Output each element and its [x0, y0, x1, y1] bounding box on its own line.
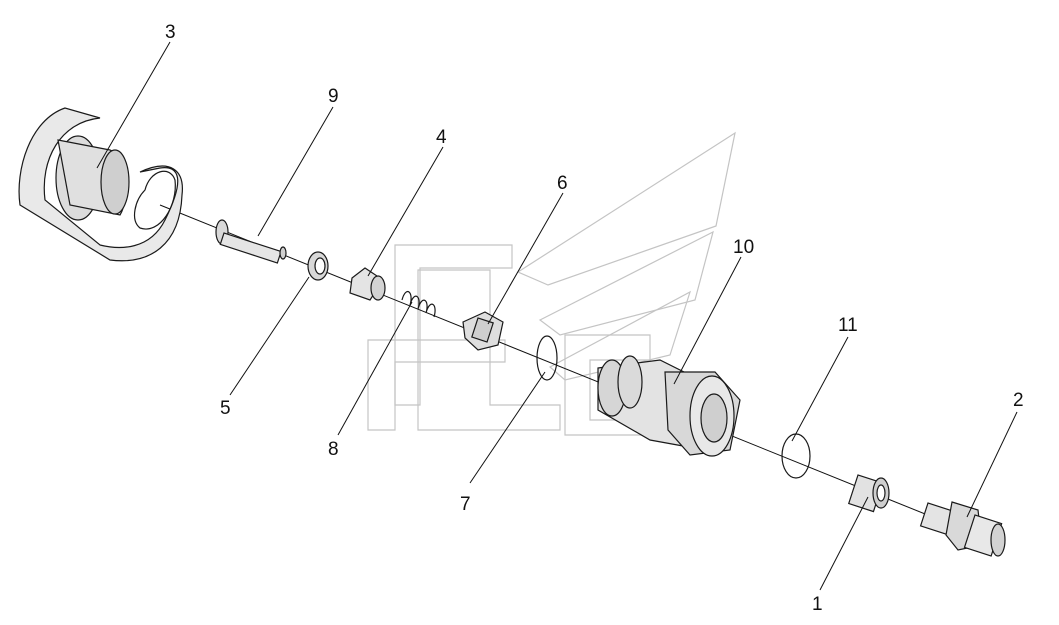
leader-line-2 [966, 411, 1018, 518]
watermark-logo [367, 131, 736, 436]
part-10-coupling-body [597, 355, 741, 457]
leader-line-7 [469, 371, 546, 484]
part-2-nipple-fitting [919, 501, 1006, 557]
part-5-nut [307, 251, 329, 281]
assembly-axis [159, 204, 941, 521]
part-1-bushing [847, 474, 890, 513]
leader-line-9 [257, 106, 334, 237]
callout-1: 1 [812, 594, 823, 615]
part-7-snap-ring [536, 335, 558, 381]
leader-line-11 [791, 336, 849, 442]
callout-4: 4 [436, 127, 447, 148]
part-6-clip [462, 311, 504, 351]
leader-line-10 [673, 256, 742, 385]
part-11-o-ring [781, 433, 811, 479]
leader-line-6 [487, 192, 564, 325]
leader-line-8 [337, 301, 413, 436]
part-4-sleeve [349, 267, 386, 301]
part-9-pin [215, 219, 287, 264]
callout-10: 10 [733, 237, 754, 258]
callout-6: 6 [557, 173, 568, 194]
callout-5: 5 [220, 398, 231, 419]
part-3-handle [18, 107, 183, 262]
leader-line-3 [96, 41, 171, 169]
part-8-spring [401, 290, 436, 318]
callout-11: 11 [838, 315, 858, 336]
leader-line-1 [819, 496, 869, 591]
callout-2: 2 [1013, 390, 1024, 411]
leader-line-4 [367, 146, 444, 277]
leader-line-5 [229, 276, 310, 396]
callout-9: 9 [328, 86, 339, 107]
callout-8: 8 [328, 439, 339, 460]
callout-7: 7 [460, 494, 471, 515]
callout-3: 3 [165, 22, 176, 43]
